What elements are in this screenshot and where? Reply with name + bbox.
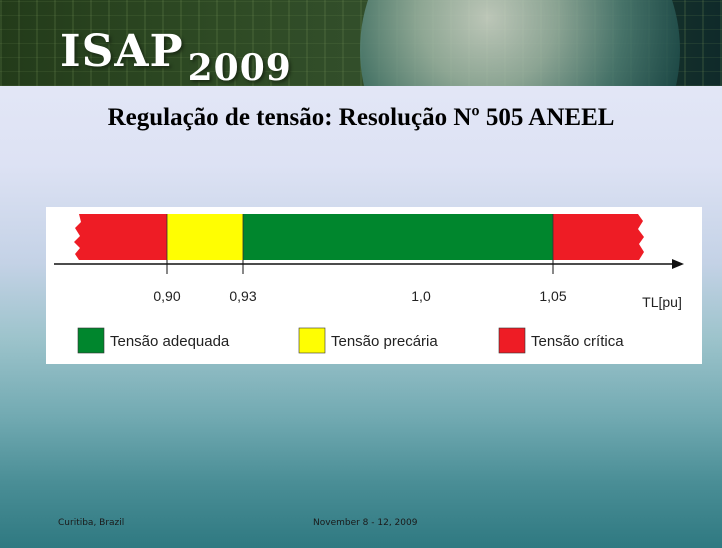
axis-label: TL[pu]	[642, 294, 682, 310]
tick-label: 1,05	[539, 288, 566, 304]
logo-text: ISAP	[60, 26, 184, 77]
voltage-range-figure: 0,90 0,93 1,0 1,05 TL[pu] Tensão adequad…	[46, 207, 702, 364]
legend-label-adequate: Tensão adequada	[110, 333, 230, 350]
legend-swatch-adequate	[77, 327, 105, 354]
slide-title: Regulação de tensão: Resolução Nº 505 AN…	[107, 104, 615, 131]
tick-label: 0,90	[153, 288, 180, 304]
voltage-range-diagram: 0,90 0,93 1,0 1,05 TL[pu] Tensão adequad…	[54, 214, 684, 354]
adequate-band	[243, 214, 553, 260]
legend-swatch-precarious	[298, 327, 326, 354]
critical-band-right	[553, 214, 644, 260]
axis-arrow-icon	[672, 259, 684, 269]
legend-label-precarious: Tensão precária	[331, 333, 438, 350]
tick-label: 0,93	[229, 288, 256, 304]
footer-date: November 8 - 12, 2009	[313, 518, 418, 528]
legend-swatch-critical	[498, 327, 526, 354]
precarious-band	[167, 214, 243, 260]
logo-year: 2009	[187, 47, 292, 86]
globe-image	[360, 0, 680, 86]
legend-label-critical: Tensão crítica	[531, 333, 624, 350]
footer-location: Curitiba, Brazil	[58, 518, 125, 528]
critical-band-left	[74, 214, 167, 260]
tick-label: 1,0	[411, 288, 431, 304]
